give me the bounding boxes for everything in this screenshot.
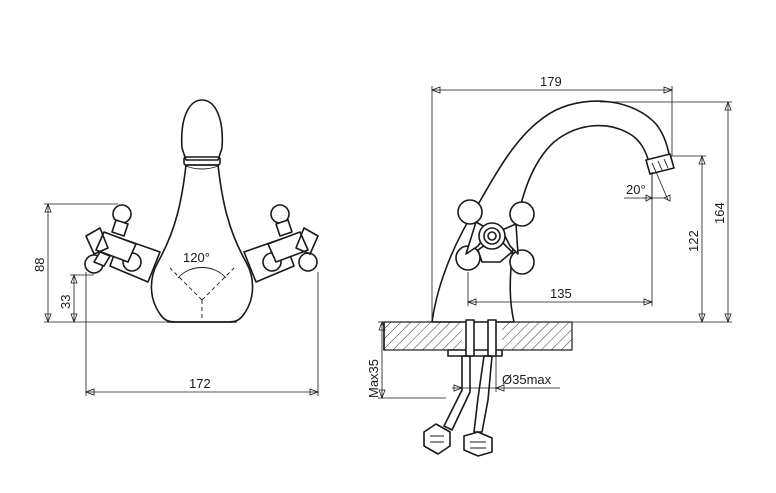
spout-front bbox=[180, 99, 224, 161]
faucet-body-front bbox=[150, 164, 254, 323]
side-view: 179 164 122 135 bbox=[366, 74, 732, 457]
height-side-label: 164 bbox=[712, 202, 727, 224]
hose-nut-right bbox=[463, 431, 493, 457]
handle-angle-label: 120° bbox=[183, 250, 210, 265]
width-side-label: 179 bbox=[540, 74, 562, 89]
spout-reach-label: 135 bbox=[550, 286, 572, 301]
side-cross-handle bbox=[455, 199, 535, 275]
height-total-label: 88 bbox=[32, 258, 47, 272]
left-cross-handle bbox=[84, 204, 142, 274]
height-spout-label: 122 bbox=[686, 230, 701, 252]
width-total-label: 172 bbox=[189, 376, 211, 391]
angle-arc-front bbox=[177, 267, 227, 279]
dimension-33: 33 bbox=[58, 273, 94, 324]
dimension-172: 172 bbox=[84, 272, 320, 396]
dimension-164: 164 bbox=[572, 100, 732, 324]
hose-nut-left bbox=[423, 423, 451, 455]
dimension-hole-diameter: Ø35max bbox=[452, 356, 560, 392]
angle-20: 20° bbox=[624, 171, 671, 202]
dimension-88: 88 bbox=[32, 202, 168, 324]
dimension-max35: Max35 bbox=[366, 320, 446, 400]
aerator-front bbox=[183, 156, 221, 166]
hole-diameter-label: Ø35max bbox=[502, 372, 552, 387]
front-view: 120° 88 33 172 bbox=[32, 99, 320, 396]
spout-tip bbox=[645, 153, 675, 175]
dimension-179: 179 bbox=[430, 74, 674, 322]
spout-angle-label: 20° bbox=[626, 182, 646, 197]
dimension-135: 135 bbox=[466, 172, 654, 306]
countertop-max-label: Max35 bbox=[366, 359, 381, 398]
dimension-122: 122 bbox=[670, 154, 706, 324]
right-cross-handle bbox=[262, 204, 319, 272]
height-handles-label: 33 bbox=[58, 295, 73, 309]
